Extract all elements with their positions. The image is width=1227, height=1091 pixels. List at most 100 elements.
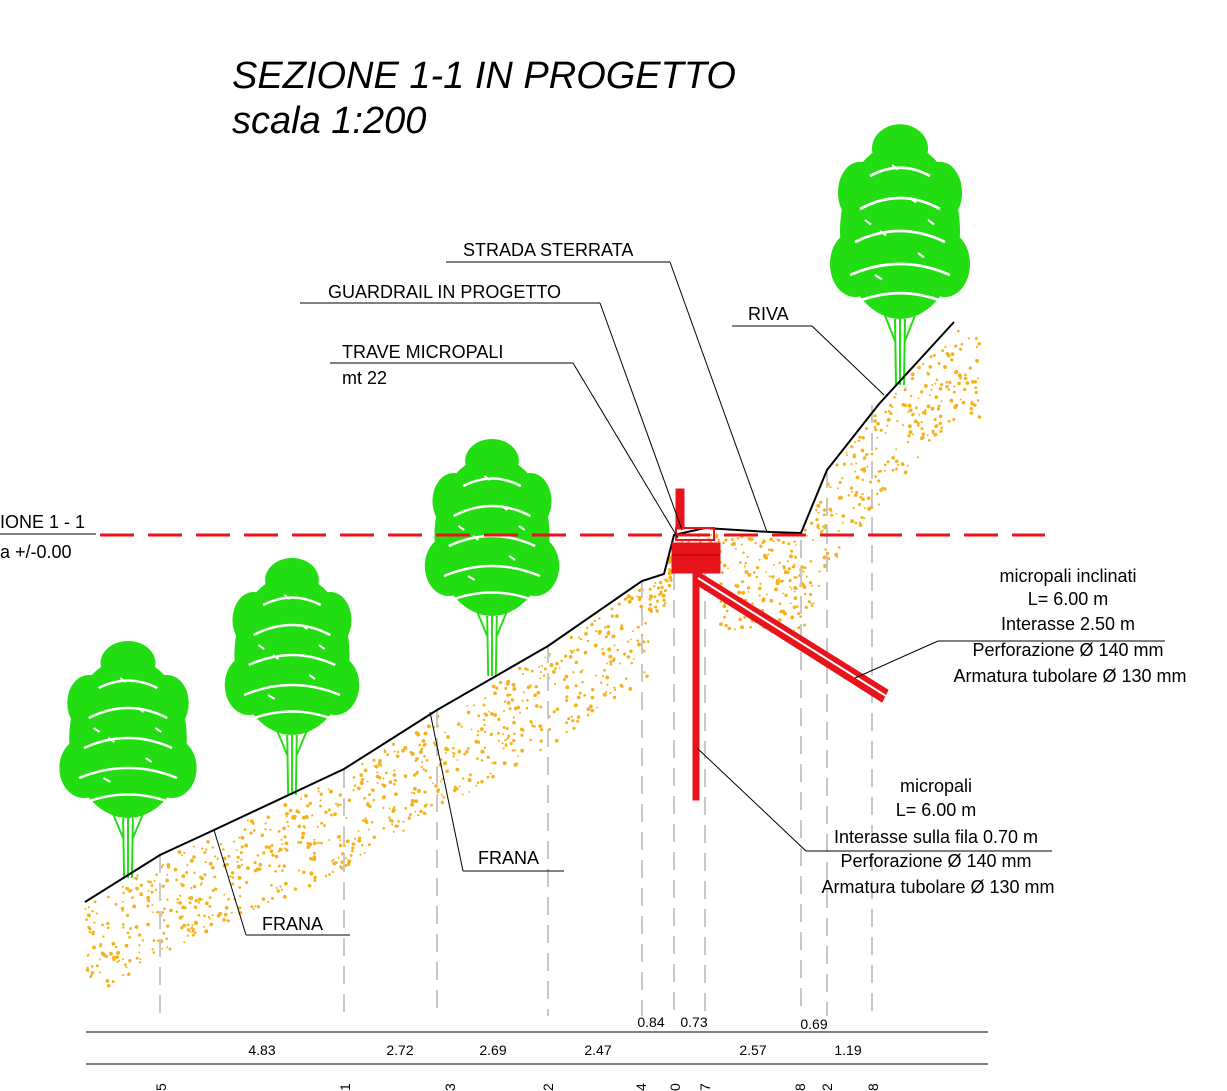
soil-dot [952,390,956,394]
soil-dot [608,654,612,659]
soil-dot [245,880,249,885]
soil-dot [301,831,306,836]
soil-dot [475,784,478,787]
tree [423,437,561,678]
soil-dot [336,803,340,807]
soil-dot [912,412,915,416]
soil-dot [803,592,807,596]
soil-dot [740,543,743,546]
soil-dot [497,717,501,722]
soil-dot [240,858,243,861]
soil-dot [850,445,854,449]
soil-dot [307,884,312,888]
soil-dot [933,418,937,422]
soil-dot [204,929,209,934]
soil-dot [115,955,120,959]
soil-dot [605,662,608,665]
soil-dot [620,624,624,627]
soil-dot [440,800,445,805]
soil-dot [236,849,239,851]
soil-dot [302,870,306,874]
drawing-scale: scala 1:200 [232,100,426,142]
soil-dot [147,889,150,892]
soil-dot [203,851,207,854]
soil-dot [182,923,187,928]
soil-dot [793,586,797,590]
soil-dot [458,785,461,788]
soil-dot [730,543,734,546]
label-trave-micropali: TRAVE MICROPALI [342,342,503,362]
soil-dot [364,817,367,820]
soil-dot [226,919,230,922]
soil-dot [256,905,261,909]
soil-dot [853,441,856,444]
soil-dot [328,839,330,841]
soil-dot [426,724,431,729]
soil-dot [629,596,634,601]
soil-dot [616,648,620,652]
soil-dot [604,625,607,629]
soil-dot [99,942,103,946]
soil-dot [104,954,108,959]
soil-dot [277,864,281,868]
soil-dot [240,845,244,849]
soil-dot [201,847,204,850]
soil-dot [186,923,190,927]
soil-dot [493,761,497,765]
soil-dot [227,897,230,901]
soil-dot [313,878,317,883]
soil-dot [426,803,428,806]
soil-dot [87,906,90,909]
soil-dot [523,691,525,694]
soil-dot [388,816,391,819]
micropali-inclinati-specs: micropali inclinati L= 6.00 m Interasse … [953,566,1186,686]
soil-dot [423,754,426,758]
soil-dot [311,814,314,817]
soil-dot [613,644,616,647]
soil-dot [256,854,260,857]
soil-dot [93,921,96,924]
soil-dot [850,463,853,466]
soil-dot [563,654,568,658]
soil-dot [434,784,438,788]
soil-dot [121,909,124,912]
soil-dot [817,511,820,514]
soil-dot [299,840,303,844]
micropile-beam [671,542,721,574]
ground-profile [84,321,955,903]
soil-dot [443,761,448,766]
soil-dot [319,799,322,802]
soil-dot [734,547,737,550]
soil-dot [127,972,131,976]
soil-dot [505,726,509,731]
soil-dot [911,433,914,436]
soil-dot [479,727,484,732]
soil-dot [223,912,228,917]
soil-dot [213,855,217,858]
soil-dot [603,669,606,672]
soil-dot [963,376,968,381]
dim-lower: 2.69 [479,1042,506,1058]
dim-lower: 2.47 [584,1042,611,1058]
soil-dot [231,882,235,886]
soil-dot [933,432,938,437]
soil-dot [576,648,580,652]
soil-dot [376,782,379,785]
soil-dot [470,728,473,731]
soil-dot [135,956,139,960]
soil-dot [204,860,207,864]
soil-dot [551,669,556,674]
soil-dot [669,578,673,582]
soil-dot [796,605,799,608]
soil-dot [533,693,537,697]
soil-dot [282,895,287,899]
soil-dot [85,918,88,921]
soil-dot [907,424,912,429]
soil-dot [420,748,423,752]
soil-dot [717,540,721,543]
soil-dot [805,575,808,578]
soil-dot [812,602,815,605]
soil-dot [838,495,843,500]
soil-dot [509,741,513,746]
